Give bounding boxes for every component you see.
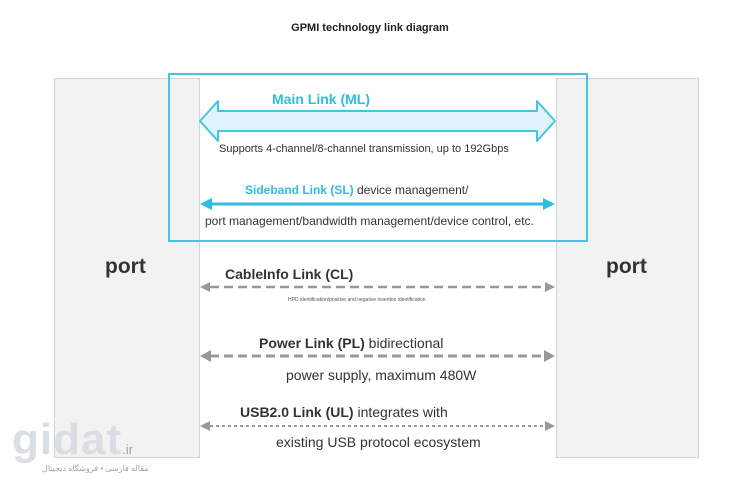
usb-link-left-head (200, 421, 210, 431)
left-port-label: port (105, 255, 146, 278)
right-port-label: port (606, 255, 647, 278)
usb-link-right-head (545, 421, 555, 431)
watermark-domain: .ir (122, 442, 133, 457)
sideband-link-left-head (200, 198, 212, 210)
usb-link-desc2: existing USB protocol ecosystem (276, 434, 481, 450)
power-link-desc1: bidirectional (364, 335, 444, 351)
right-port-box: port (556, 78, 699, 458)
sideband-link-label: Sideband Link (SL) device management/ (245, 183, 468, 197)
watermark: gidat.ir مقاله فارسی • فروشگاه دیجیتال (12, 415, 149, 474)
high-speed-links-highlight (168, 73, 588, 242)
main-link-name: Main Link (ML) (272, 91, 370, 107)
sideband-link-name: Sideband Link (SL) (245, 183, 354, 197)
main-link-description: Supports 4-channel/8-channel transmissio… (219, 143, 509, 155)
power-link-right-head (544, 350, 555, 362)
cableinfo-link-left-head (200, 282, 210, 292)
sideband-link-right-head (543, 198, 555, 210)
left-port-box: port (54, 78, 200, 458)
power-link-label: Power Link (PL) bidirectional (259, 335, 443, 351)
usb-link-label: USB2.0 Link (UL) integrates with (240, 404, 448, 420)
cableinfo-link-description: HPD identification/positive and negative… (288, 297, 426, 303)
sideband-link-desc2: port management/bandwidth management/dev… (205, 214, 534, 228)
diagram-title: GPMI technology link diagram (291, 22, 449, 34)
power-link-left-head (200, 350, 211, 362)
usb-link-desc1: integrates with (353, 404, 448, 420)
power-link-desc2: power supply, maximum 480W (286, 367, 477, 383)
usb-link-name: USB2.0 Link (UL) (240, 404, 354, 420)
watermark-tagline: مقاله فارسی • فروشگاه دیجیتال (42, 464, 149, 473)
sideband-link-desc1: device management/ (353, 183, 469, 197)
power-link-name: Power Link (PL) (259, 335, 365, 351)
watermark-brand: gidat (12, 415, 123, 464)
cableinfo-link-name: CableInfo Link (CL) (225, 266, 354, 282)
cableinfo-link-right-head (545, 282, 555, 292)
main-link-arrow (199, 100, 556, 142)
